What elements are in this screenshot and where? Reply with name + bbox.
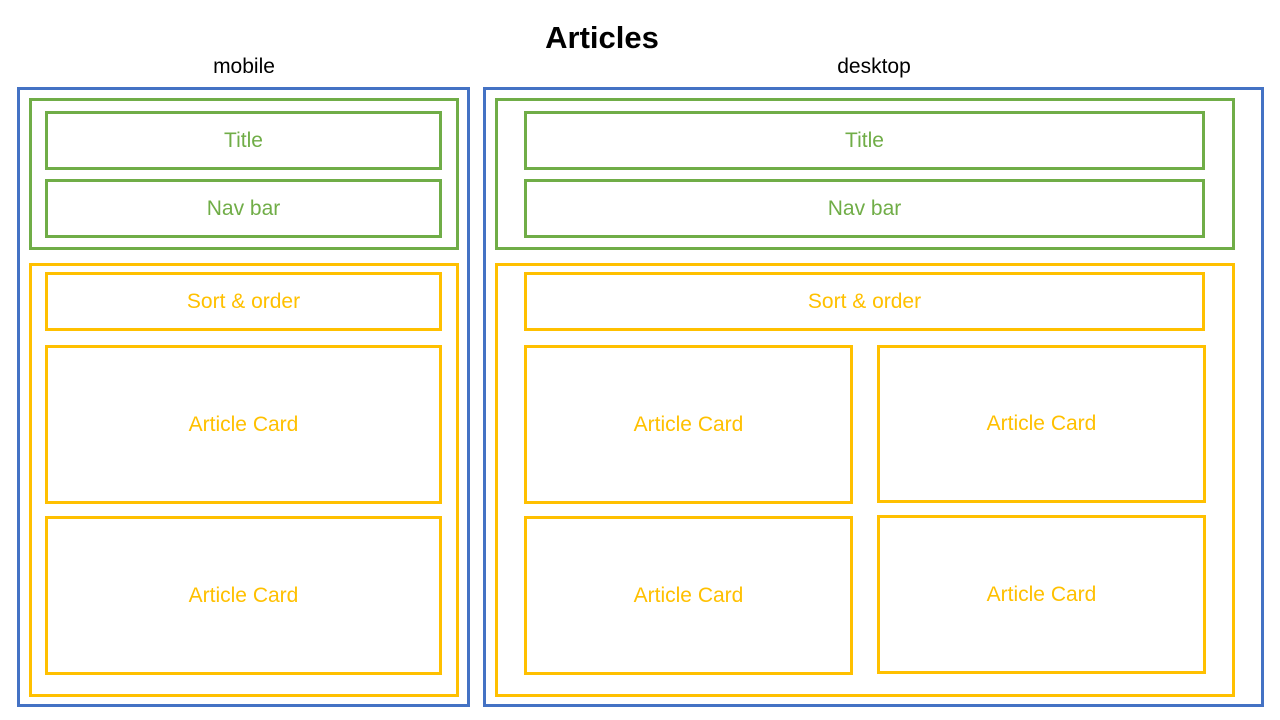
desktop-label: desktop — [837, 55, 911, 78]
desktop-title-box: Title — [524, 111, 1205, 170]
desktop-header-container — [495, 98, 1235, 250]
mobile-title-box: Title — [45, 111, 442, 170]
mobile-article-card: Article Card — [45, 516, 442, 675]
mobile-frame — [17, 87, 470, 707]
mobile-content-container — [29, 263, 459, 697]
page-title: Articles — [545, 20, 659, 55]
desktop-sort-box: Sort & order — [524, 272, 1205, 331]
mobile-label: mobile — [213, 55, 275, 78]
mobile-sort-box: Sort & order — [45, 272, 442, 331]
desktop-article-card: Article Card — [877, 515, 1206, 674]
desktop-content-container — [495, 263, 1235, 697]
desktop-article-card: Article Card — [877, 345, 1206, 503]
mobile-article-card: Article Card — [45, 345, 442, 504]
desktop-navbar-box: Nav bar — [524, 179, 1205, 238]
desktop-article-card: Article Card — [524, 516, 853, 675]
desktop-article-card: Article Card — [524, 345, 853, 504]
mobile-header-container — [29, 98, 459, 250]
desktop-frame — [483, 87, 1264, 707]
mobile-navbar-box: Nav bar — [45, 179, 442, 238]
